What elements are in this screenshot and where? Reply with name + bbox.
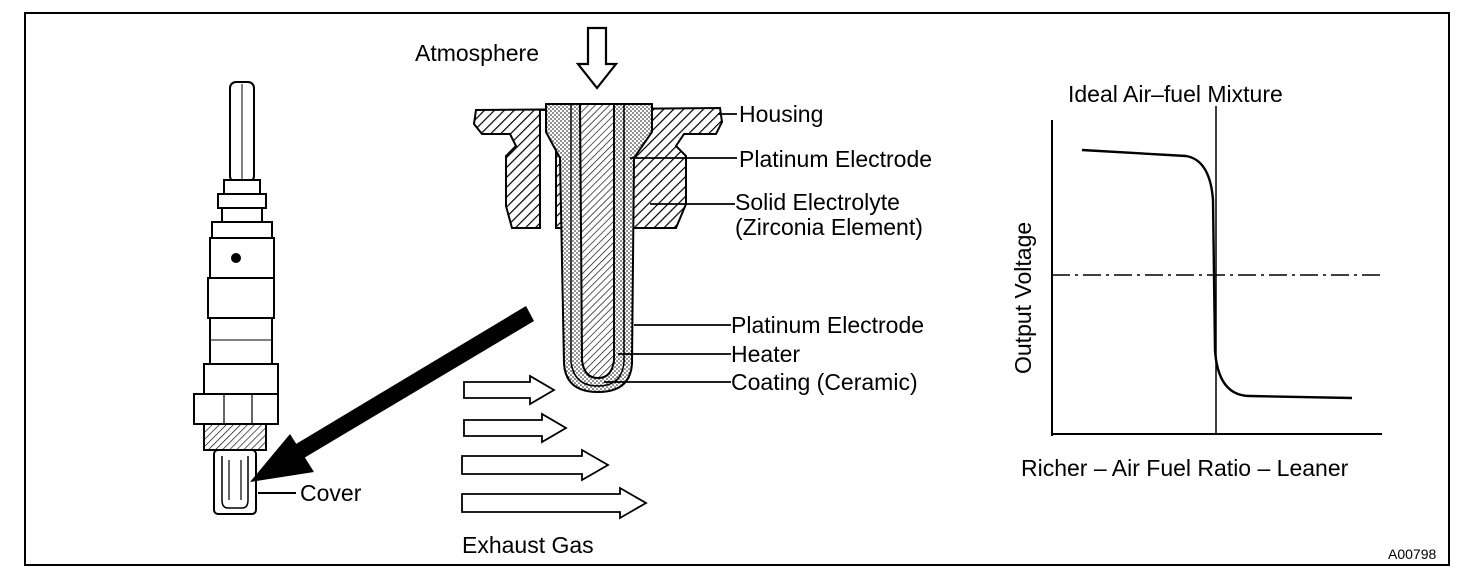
platinum-electrode-top-label: Platinum Electrode [739,146,933,172]
coating-label: Coating (Ceramic) [731,369,918,395]
exhaust-gas-label: Exhaust Gas [462,532,594,558]
graph-voltage-curve [1081,148,1353,400]
sensor-hex-nut [193,393,279,425]
figure-code: A00798 [1388,546,1437,562]
heater-label: Heater [731,341,801,367]
label-leaders [604,113,737,383]
oxygen-sensor-drawing [193,81,279,515]
exhaust-gas-arrows [461,374,648,520]
atmosphere-arrow [575,26,619,90]
graph-y-axis-label: Output Voltage [1010,221,1036,374]
voltage-graph [1051,106,1382,436]
platinum-electrode-bottom-label: Platinum Electrode [731,312,925,338]
cover-label: Cover [300,480,362,506]
sensor-cross-section [472,103,724,394]
graph-title: Ideal Air–fuel Mixture [1068,81,1283,107]
magnify-pointer-arrow [250,306,534,482]
zirconia-element-label: (Zirconia Element) [735,214,923,240]
figure-frame [24,12,1450,566]
solid-electrolyte-label: Solid Electrolyte [735,189,900,215]
housing-label: Housing [739,101,824,127]
heater-core [578,103,615,380]
sensor-cover [213,449,257,515]
graph-x-axis-label: Richer – Air Fuel Ratio – Leaner [1021,455,1349,481]
atmosphere-label: Atmosphere [415,40,540,66]
